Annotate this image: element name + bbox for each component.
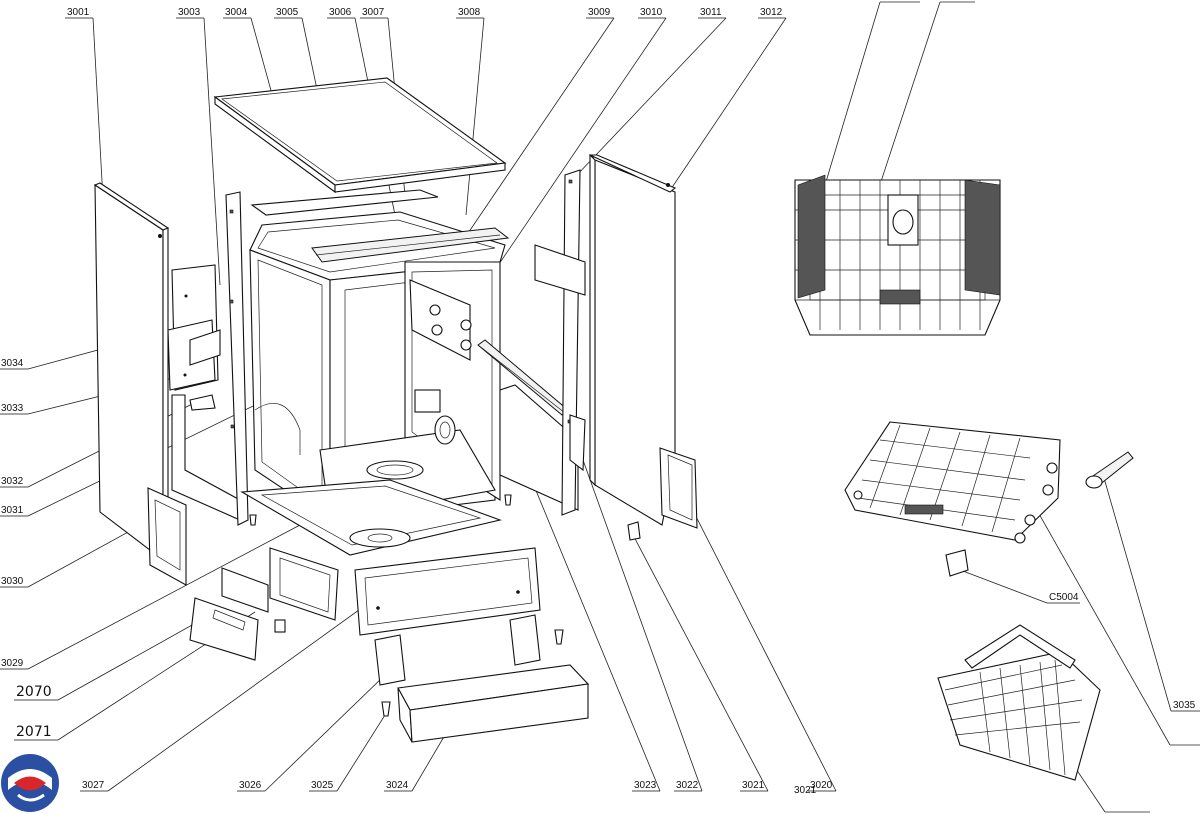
spray-arm-part[interactable] — [1085, 451, 1134, 489]
label-3032[interactable]: 3032 — [1, 476, 24, 487]
left-part-labels: 3034 3033 3032 3031 3030 3029 2070 2071 — [0, 358, 58, 741]
cutlery-basket[interactable] — [937, 624, 1101, 781]
right-lower-bracket[interactable] — [659, 447, 698, 529]
label-2070[interactable]: 2070 — [16, 684, 52, 700]
upper-basket[interactable] — [794, 174, 1001, 336]
label-3030[interactable]: 3030 — [1, 576, 24, 587]
label-2071[interactable]: 2071 — [16, 724, 52, 740]
label-3024[interactable]: 3024 — [386, 780, 409, 791]
front-leg-brackets[interactable] — [374, 614, 541, 686]
label-3008[interactable]: 3008 — [458, 7, 481, 18]
right-side-panel[interactable] — [589, 153, 677, 526]
label-3006[interactable]: 3006 — [329, 7, 352, 18]
left-lower-bracket[interactable] — [147, 487, 187, 586]
label-3007[interactable]: 3007 — [362, 7, 385, 18]
label-3023[interactable]: 3023 — [634, 780, 657, 791]
label-3034[interactable]: 3034 — [1, 358, 24, 369]
label-3003[interactable]: 3003 — [178, 7, 201, 18]
label-3026[interactable]: 3026 — [239, 780, 262, 791]
small-clip[interactable] — [627, 521, 641, 541]
cabinet-feet[interactable] — [249, 494, 564, 717]
label-C5004[interactable]: C5004 — [1049, 592, 1079, 603]
label-3021-secondary[interactable]: 3021 — [794, 785, 817, 796]
label-3021[interactable]: 3021 — [742, 780, 765, 791]
label-3010[interactable]: 3010 — [640, 7, 663, 18]
left-side-panel[interactable] — [93, 182, 170, 562]
label-3035[interactable]: 3035 — [1173, 700, 1196, 711]
left-frame-rail[interactable] — [171, 191, 249, 526]
bottom-part-labels: 3027 3026 3025 3024 3023 3022 3021 3020 … — [80, 592, 1200, 796]
label-3001[interactable]: 3001 — [67, 7, 90, 18]
brand-logo — [1, 754, 59, 812]
control-module[interactable] — [189, 547, 339, 661]
label-3005[interactable]: 3005 — [276, 7, 299, 18]
label-3033[interactable]: 3033 — [1, 403, 24, 414]
label-3009[interactable]: 3009 — [588, 7, 611, 18]
label-3031[interactable]: 3031 — [1, 505, 24, 516]
label-3022[interactable]: 3022 — [676, 780, 699, 791]
top-part-labels: 3001 3003 3004 3005 3006 3007 3008 3009 … — [65, 7, 786, 19]
front-plinth[interactable] — [397, 664, 590, 743]
right-frame-rail[interactable] — [499, 169, 586, 516]
basket-clip[interactable] — [945, 549, 969, 577]
label-3020[interactable]: 3020 — [810, 780, 833, 791]
kick-plate[interactable] — [354, 547, 541, 636]
label-3025[interactable]: 3025 — [311, 780, 334, 791]
label-3012[interactable]: 3012 — [760, 7, 783, 18]
top-strip[interactable] — [250, 189, 439, 216]
left-insulation-panels[interactable] — [167, 264, 221, 391]
dishwasher-tub[interactable] — [249, 211, 510, 522]
lower-basket[interactable] — [844, 421, 1061, 544]
label-3004[interactable]: 3004 — [225, 7, 248, 18]
base-tray[interactable] — [240, 479, 502, 556]
label-3027[interactable]: 3027 — [82, 780, 105, 791]
label-3029[interactable]: 3029 — [1, 658, 24, 669]
leader-lines — [27, 1, 1200, 813]
label-3011[interactable]: 3011 — [700, 7, 722, 18]
right-hinge-bracket[interactable] — [409, 279, 472, 361]
top-cover[interactable] — [213, 77, 507, 194]
